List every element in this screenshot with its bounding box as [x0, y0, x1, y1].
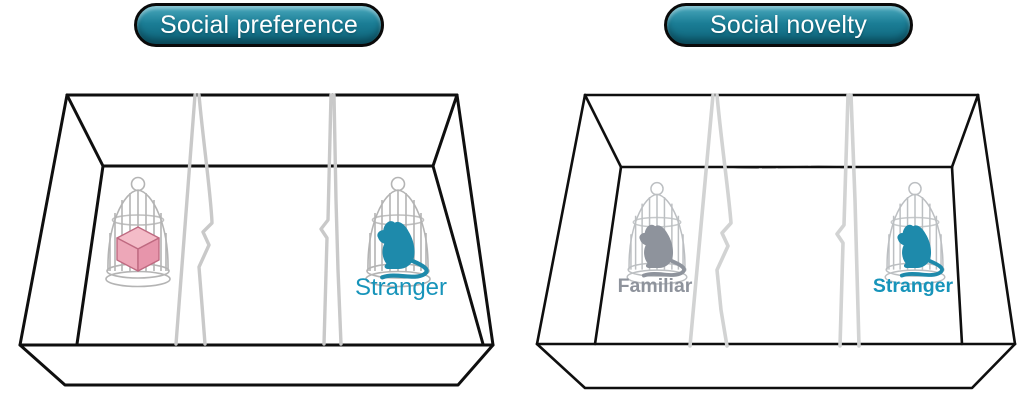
social-novelty-arena: Familiar Stranger — [535, 93, 1017, 390]
box-front-wall — [535, 342, 1017, 390]
arena-box-outline — [535, 93, 1017, 390]
divider-right-edge-with-door-notch — [715, 93, 733, 348]
box-floor-left-edge — [75, 164, 105, 346]
divider-right-edge — [849, 93, 861, 348]
divider-left-edge-with-door-notch — [835, 93, 850, 348]
box-right-outer-edge — [455, 93, 495, 347]
social-preference-badge-label: Social preference — [160, 10, 358, 39]
stranger-label: Stranger — [873, 275, 954, 297]
divider-right-edge-with-door-notch — [197, 93, 214, 346]
stranger-rat-icon — [895, 222, 944, 278]
box-left-outer-edge — [535, 93, 587, 346]
box-front-wall — [18, 343, 495, 387]
divider-left-edge — [688, 93, 715, 348]
box-left-outer-edge — [18, 93, 69, 347]
box-right-outer-edge — [976, 93, 1017, 346]
divider-left-edge-with-door-notch — [319, 93, 333, 346]
stranger-label: Stranger — [355, 274, 447, 301]
divider-right-edge — [332, 93, 343, 346]
box-back-right-corner — [950, 93, 980, 169]
social-preference-badge: Social preference — [134, 3, 384, 47]
social-preference-arena: Stranger — [18, 93, 495, 387]
social-novelty-badge: Social novelty — [664, 3, 913, 47]
box-floor-right-edge — [431, 164, 485, 346]
box-back-left-corner — [583, 93, 623, 169]
divider-wall-right — [319, 93, 343, 346]
box-back-left-corner — [65, 93, 105, 168]
box-back-right-corner — [431, 93, 459, 168]
box-floor-left-edge — [593, 165, 623, 346]
divider-wall-left — [688, 93, 733, 348]
divider-wall-left — [174, 93, 214, 346]
box-floor-right-edge — [950, 165, 964, 346]
divider-left-edge — [174, 93, 197, 346]
familiar-rat-icon — [637, 222, 686, 278]
divider-wall-right — [835, 93, 861, 348]
box-back-floor-rough-segment — [732, 165, 848, 169]
arena-box-outline — [18, 93, 495, 387]
familiar-label: Familiar — [618, 275, 693, 297]
stranger-rat-icon — [377, 221, 426, 277]
social-novelty-badge-label: Social novelty — [709, 10, 868, 39]
